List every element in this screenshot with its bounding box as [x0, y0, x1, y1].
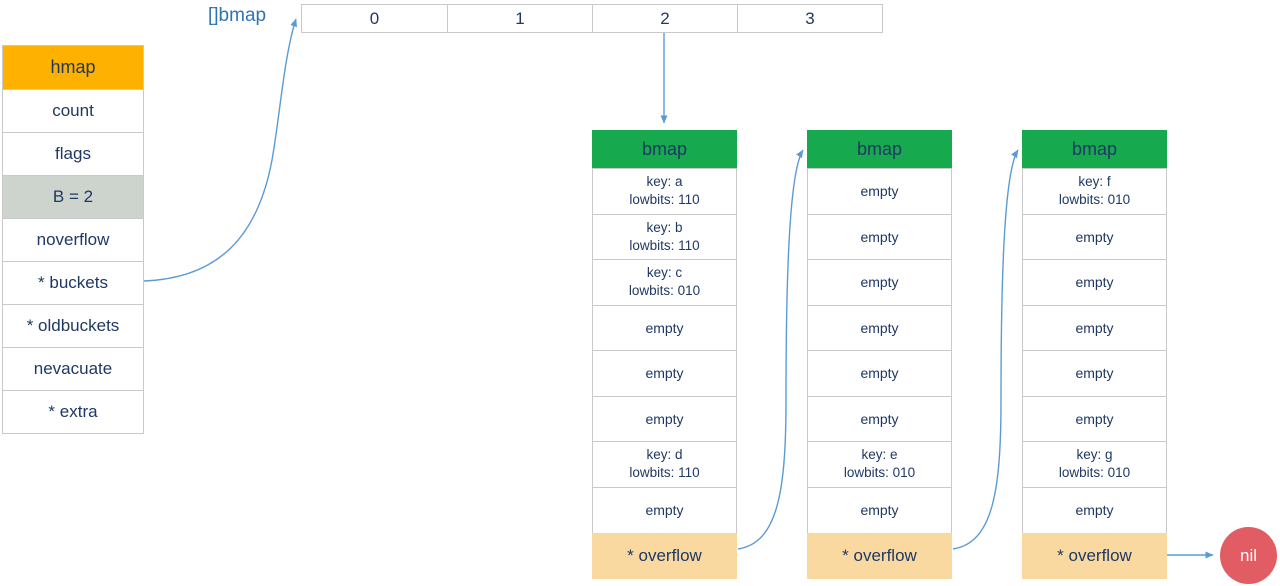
bucket-slot: key: b lowbits: 110: [593, 215, 736, 260]
bucket-slot: empty: [808, 260, 951, 306]
slot-empty-line: empty: [860, 183, 899, 200]
slot-empty-line: empty: [1075, 502, 1114, 519]
bmap-bucket-header: bmap: [1022, 130, 1167, 168]
overflow2-to-bucket3-arrow: [952, 149, 1019, 550]
slot-empty-line: empty: [645, 319, 684, 336]
bucket-slot: key: d lowbits: 110: [593, 442, 736, 488]
bucket-slot: empty: [808, 215, 951, 260]
nil-node: nil: [1220, 527, 1277, 584]
bucket-slot: empty: [1023, 215, 1166, 260]
bucket-overflow-pointer: * overflow: [1022, 533, 1167, 579]
slot-empty-line: empty: [860, 410, 899, 427]
slot-key-line: key: b: [646, 219, 683, 235]
slot-empty-line: empty: [1075, 319, 1114, 336]
slot-key-line: key: f: [1078, 174, 1111, 190]
struct-field-row: count: [3, 89, 143, 132]
array-index-cell: 2: [592, 5, 737, 32]
struct-field-row: flags: [3, 132, 143, 175]
slot-empty-line: empty: [860, 319, 899, 336]
bucket-slot: empty: [593, 306, 736, 351]
bucket-slot: key: a lowbits: 110: [593, 169, 736, 215]
bucket-slot: empty: [1023, 488, 1166, 534]
array-index-cell: 3: [737, 5, 882, 32]
bucket-overflow-pointer: * overflow: [807, 533, 952, 579]
slot-lowbits-line: lowbits: 110: [629, 237, 700, 253]
bmap-bucket-header: bmap: [807, 130, 952, 168]
bucket-slot: empty: [593, 488, 736, 534]
slot-lowbits-line: lowbits: 010: [843, 465, 916, 481]
bmap-bucket: bmap key: f lowbits: 010 empty empty empty emp…: [1022, 130, 1167, 579]
bucket-slot: empty: [808, 169, 951, 215]
bucket-slot: empty: [593, 397, 736, 442]
bucket-slot: empty: [1023, 306, 1166, 351]
bucket-slot: empty: [808, 306, 951, 351]
bucket-slot: empty: [808, 397, 951, 442]
bmap-bucket-slots: key: f lowbits: 010 empty empty empty empty em…: [1022, 168, 1167, 533]
bmap-bucket-slots: empty empty empty empty empty empty key: e lowb…: [807, 168, 952, 533]
struct-field-row: nevacuate: [3, 347, 143, 390]
slot-key-line: key: e: [861, 447, 898, 463]
bmap-bucket: bmap key: a lowbits: 110 key: b lowbits: 110…: [592, 130, 737, 579]
slot-key-line: key: c: [646, 265, 683, 281]
bucket-slot: empty: [593, 351, 736, 397]
slot-empty-line: empty: [860, 502, 899, 519]
slot-empty-line: empty: [860, 365, 899, 382]
slot-empty-line: empty: [645, 410, 684, 427]
buckets-pointer-arrow: [143, 18, 298, 282]
slot-key-line: key: a: [646, 174, 683, 190]
slot-empty-line: empty: [1075, 228, 1114, 245]
bucket-slot: key: g lowbits: 010: [1023, 442, 1166, 488]
slot-empty-line: empty: [645, 365, 684, 382]
hmap-struct-header: hmap: [3, 46, 143, 89]
slot-empty-line: empty: [645, 502, 684, 519]
slot-empty-line: empty: [1075, 274, 1114, 291]
bucket-overflow-pointer: * overflow: [592, 533, 737, 579]
slot-lowbits-line: lowbits: 010: [1058, 192, 1131, 208]
slot-empty-line: empty: [1075, 410, 1114, 427]
bucket-slot: key: f lowbits: 010: [1023, 169, 1166, 215]
slot-lowbits-line: lowbits: 010: [1058, 465, 1131, 481]
bmap-bucket: bmap empty empty empty empty empty empty key: e…: [807, 130, 952, 579]
bucket-slot: empty: [1023, 260, 1166, 306]
bucket-slot: key: e lowbits: 010: [808, 442, 951, 488]
overflow1-to-bucket2-arrow: [737, 149, 804, 550]
slot-empty-line: empty: [860, 228, 899, 245]
slot-key-line: key: g: [1076, 447, 1113, 463]
array-index-cell: 1: [447, 5, 592, 32]
slot-empty-line: empty: [1075, 365, 1114, 382]
slot-key-line: key: d: [646, 447, 683, 463]
struct-field-row: noverflow: [3, 218, 143, 261]
array-index-cell: 0: [369, 8, 380, 28]
struct-field-row: * buckets: [3, 261, 143, 304]
bucket-slot: empty: [808, 488, 951, 534]
slot-lowbits-line: lowbits: 010: [628, 283, 701, 299]
bucket-slot: key: c lowbits: 010: [593, 260, 736, 306]
bucket-slot: empty: [1023, 397, 1166, 442]
struct-field-row: * oldbuckets: [3, 304, 143, 347]
bucket-slot: empty: [808, 351, 951, 397]
slot-lowbits-line: lowbits: 110: [629, 465, 700, 481]
bmap-bucket-header: bmap: [592, 130, 737, 168]
slot-empty-line: empty: [860, 274, 899, 291]
slot-lowbits-line: lowbits: 110: [629, 192, 700, 208]
struct-field-row: B = 2: [3, 175, 143, 218]
bucket-slot: empty: [1023, 351, 1166, 397]
struct-field-row: * extra: [3, 390, 143, 433]
bmap-array-label: []bmap: [208, 5, 267, 26]
